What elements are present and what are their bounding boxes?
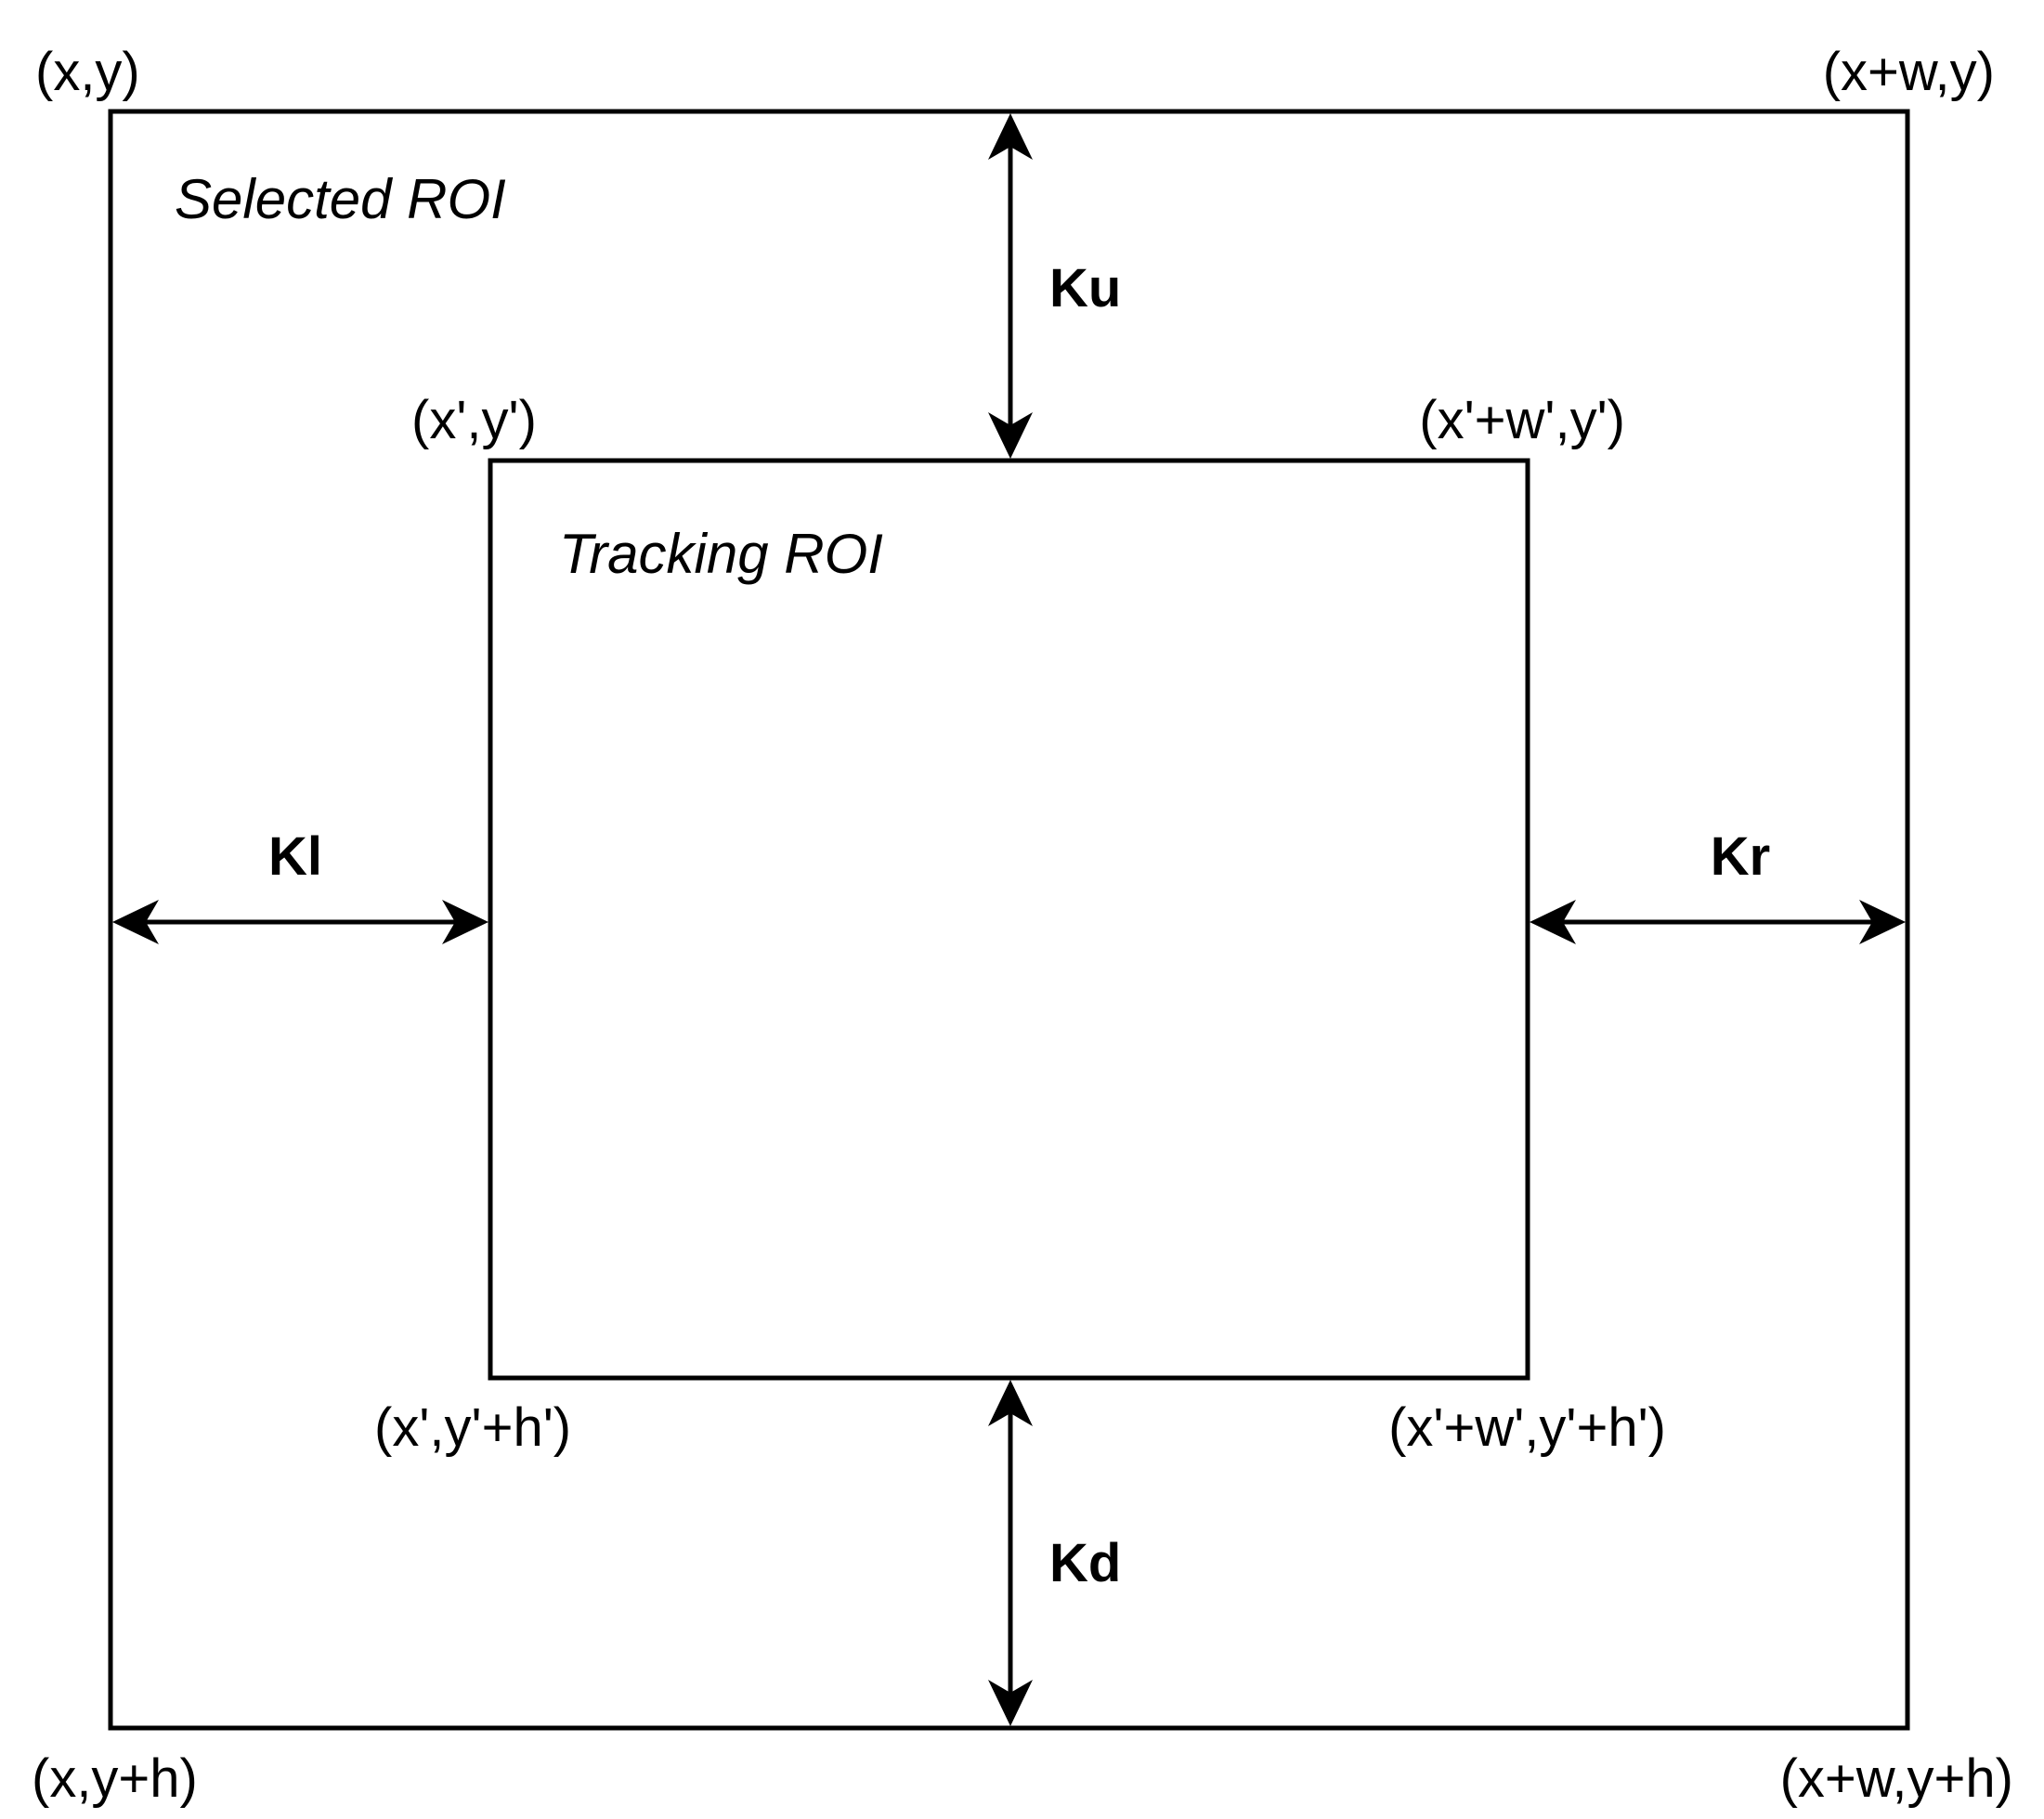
kr-label: Kr xyxy=(1711,826,1770,887)
tracking-roi-top-left-coord: (x',y') xyxy=(411,390,537,450)
tracking-roi-top-right-coord: (x'+w',y') xyxy=(1419,390,1625,450)
kl-arrow xyxy=(112,900,488,944)
tracking-roi-label: Tracking ROI xyxy=(559,523,883,585)
ku-label: Ku xyxy=(1049,258,1121,318)
tracking-roi-bottom-left-coord: (x',y'+h') xyxy=(374,1397,571,1458)
selected-roi-bottom-right-coord: (x+w,y+h) xyxy=(1780,1748,2013,1809)
selected-roi-label: Selected ROI xyxy=(175,168,506,230)
kd-arrow xyxy=(988,1380,1033,1726)
tracking-roi-box xyxy=(488,458,1530,1381)
ku-arrow xyxy=(988,113,1033,459)
kl-label: Kl xyxy=(268,826,322,887)
kd-label: Kd xyxy=(1049,1533,1121,1593)
kr-arrow xyxy=(1530,900,1906,944)
selected-roi-top-left-coord: (x,y) xyxy=(35,42,140,102)
selected-roi-top-right-coord: (x+w,y) xyxy=(1823,42,1995,102)
selected-roi-bottom-left-coord: (x,y+h) xyxy=(32,1748,198,1809)
selected-roi-box xyxy=(108,109,1910,1731)
tracking-roi-bottom-right-coord: (x'+w',y'+h') xyxy=(1388,1397,1666,1458)
